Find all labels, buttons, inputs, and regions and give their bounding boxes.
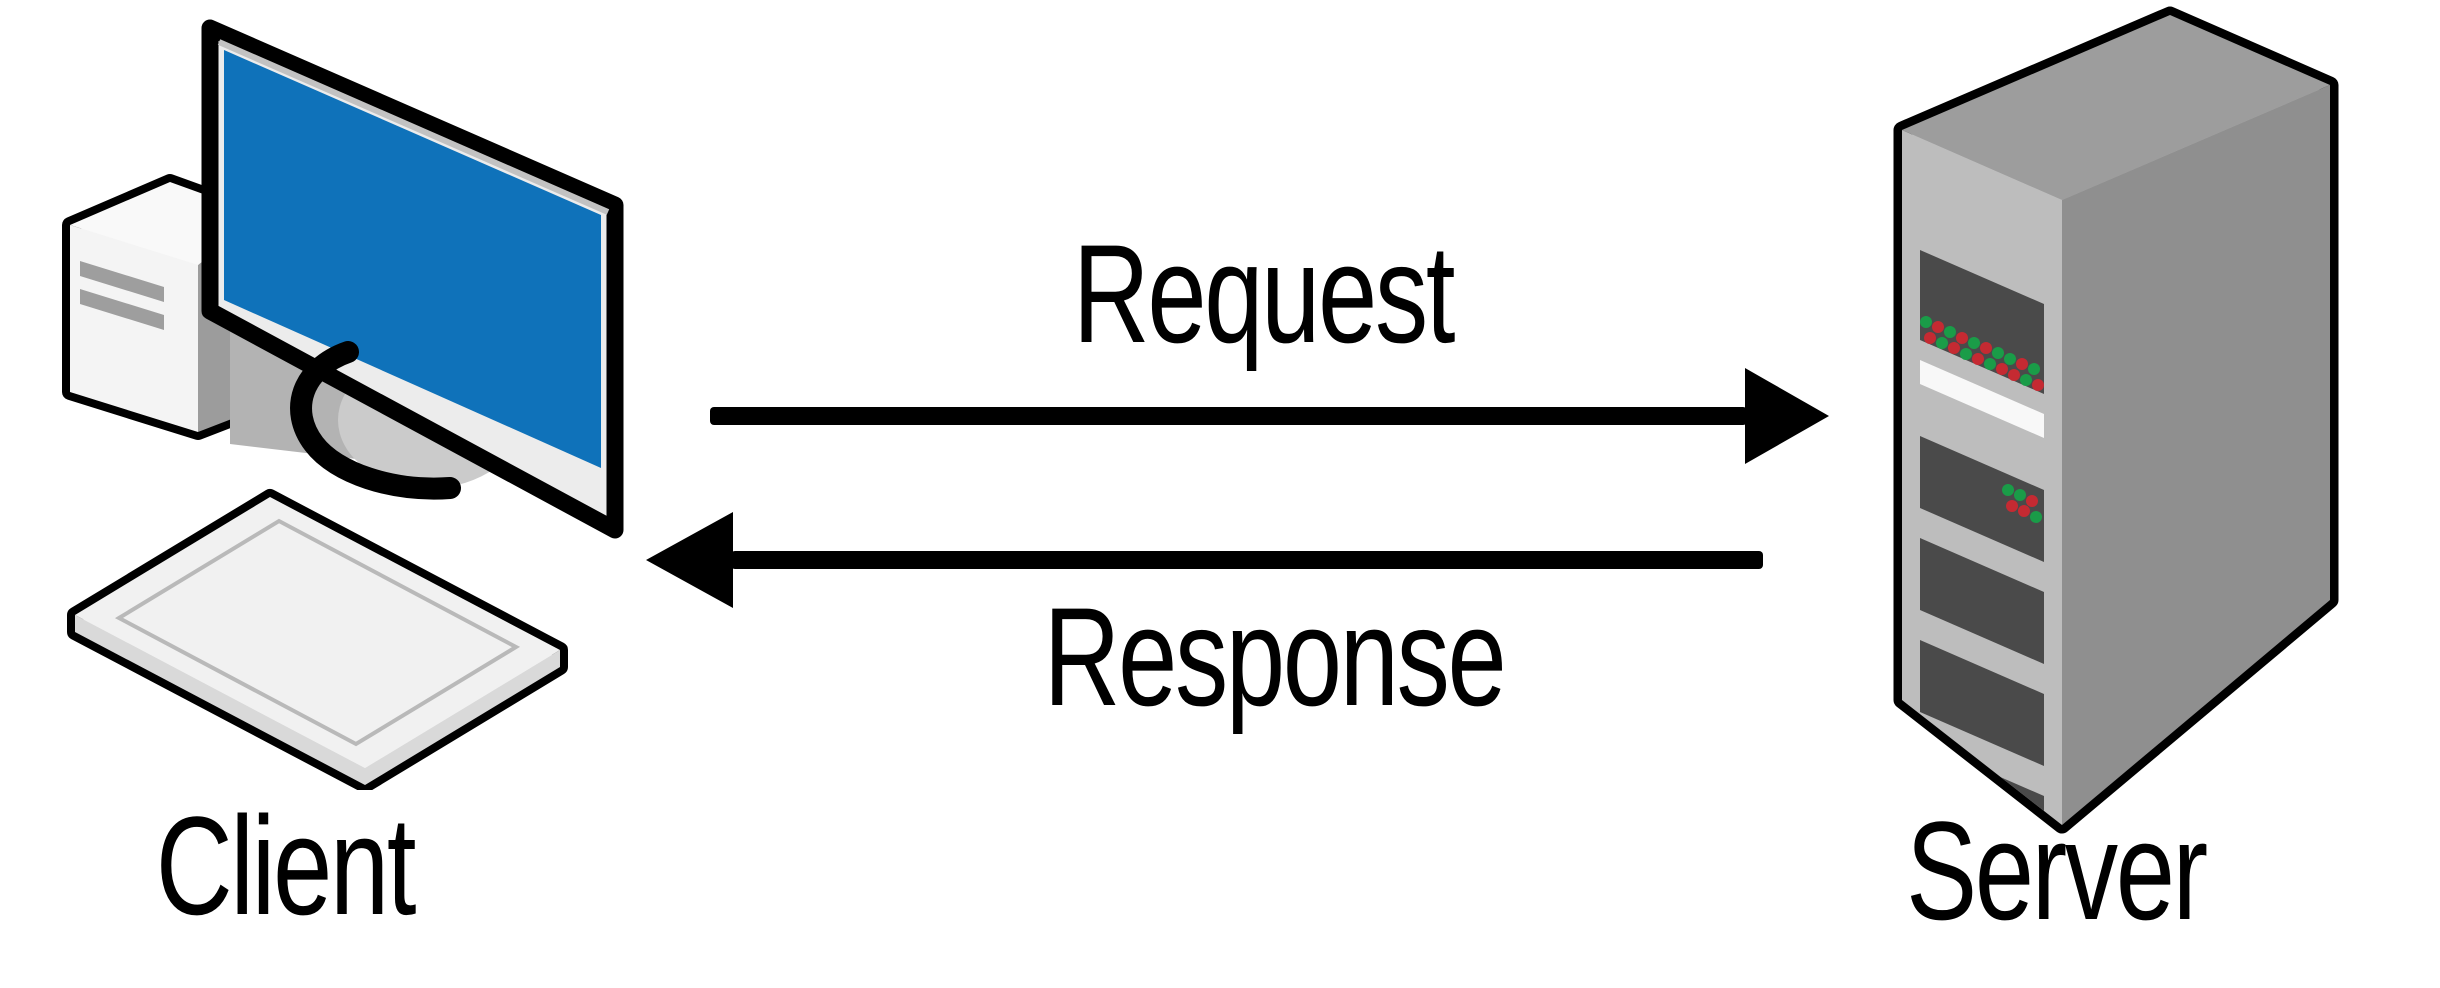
led-lights-small	[2002, 484, 2042, 523]
keyboard	[67, 489, 568, 790]
bezel-shade-line	[217, 39, 610, 215]
monitor-stand	[290, 341, 461, 500]
monitor	[201, 19, 624, 539]
server-top-face	[1902, 15, 2330, 200]
server-side-face	[2062, 85, 2330, 825]
response-label: Response	[1043, 578, 1507, 735]
monitor-screen	[224, 50, 601, 468]
server-tower-icon	[1893, 6, 2339, 834]
client-computer-icon	[62, 19, 624, 790]
response-arrow	[646, 512, 1763, 608]
client-label: Client	[155, 787, 417, 944]
server-label: Server	[1906, 792, 2208, 949]
tower-vent-stripe	[80, 261, 164, 302]
request-arrow	[710, 368, 1829, 464]
server-white-stripe	[1920, 360, 2044, 438]
keyboard-key-area	[114, 518, 521, 747]
tower-vent-stripe	[80, 289, 164, 330]
led-lights	[1920, 316, 2044, 391]
request-label: Request	[1072, 215, 1456, 372]
